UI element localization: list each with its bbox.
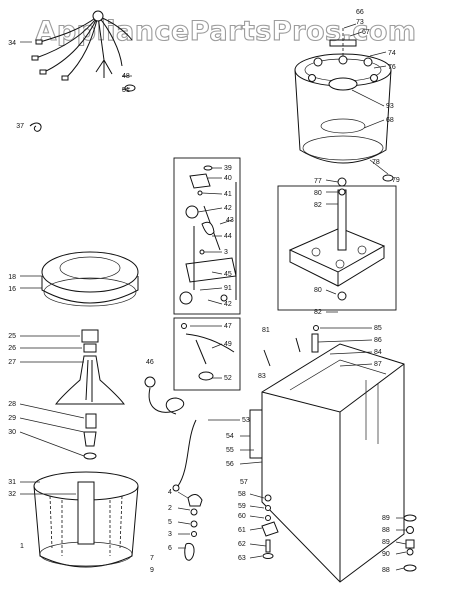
- leader-lines: [19, 23, 407, 571]
- label-5: 5: [168, 519, 172, 526]
- label-82: 84: [374, 349, 382, 356]
- label-28: 28: [8, 401, 16, 408]
- label-37: 37: [16, 123, 24, 130]
- label-40: 40: [224, 175, 232, 182]
- label-55: 55: [226, 447, 234, 454]
- label-57: 57: [240, 479, 248, 486]
- label-64: 66: [356, 9, 364, 16]
- label-45: 45: [224, 271, 232, 278]
- label-2: 2: [168, 505, 172, 512]
- label-85: 87: [374, 361, 382, 368]
- label-54: 54: [226, 433, 234, 440]
- label-39: 39: [224, 165, 232, 172]
- hose-parts-box: [173, 317, 241, 391]
- label-32: 32: [8, 491, 16, 498]
- misc-parts-drawing: [263, 325, 319, 367]
- label-59: 59: [238, 503, 246, 510]
- label-60: 60: [238, 513, 246, 520]
- hose-drawing: [144, 376, 197, 492]
- label-83: 85: [374, 325, 382, 332]
- label-29: 29: [8, 415, 16, 422]
- label-27: 27: [8, 359, 16, 366]
- label-73: 76: [388, 64, 396, 71]
- label-66: 68: [386, 117, 394, 124]
- label-68: 74: [388, 50, 396, 57]
- label-49: 49: [224, 341, 232, 348]
- transmission-box: [277, 174, 397, 311]
- label-34: 34: [8, 40, 16, 47]
- label-80: 82: [314, 309, 322, 316]
- label-47: 47: [224, 323, 232, 330]
- cabinet-drawing: [249, 343, 405, 583]
- label-18: 18: [8, 274, 16, 281]
- label-16: 16: [8, 286, 16, 293]
- label-61: 61: [238, 527, 246, 534]
- outer-tub-drawing: [294, 28, 392, 164]
- label-81: 83: [258, 373, 266, 380]
- wire-harness-drawing: [29, 10, 136, 132]
- wash-basket-drawing: [33, 471, 139, 568]
- label-91: 91: [224, 285, 232, 292]
- agitator-drawing: [54, 329, 126, 460]
- pump-parts-box: [173, 157, 241, 315]
- label-67: 73: [356, 19, 364, 26]
- small-parts-drawing: [184, 494, 203, 561]
- label-88: 88: [382, 527, 390, 534]
- label-51: 51: [122, 87, 130, 94]
- label-6: 6: [168, 545, 172, 552]
- label-41: 41: [224, 191, 232, 198]
- label-30: 30: [8, 429, 16, 436]
- label-4: 4: [168, 489, 172, 496]
- label-79: 81: [262, 327, 270, 334]
- label-90: 90: [382, 551, 390, 558]
- label-7: 7: [150, 555, 154, 562]
- label-46: 46: [146, 359, 154, 366]
- label-44: 44: [224, 233, 232, 240]
- label-65: 67: [362, 29, 370, 36]
- label-58: 58: [238, 491, 246, 498]
- label-3: 3: [168, 531, 172, 538]
- motor-mount-drawing: [261, 494, 279, 559]
- label-78-top: 80: [314, 190, 322, 197]
- label-3-center: 3: [224, 249, 228, 256]
- label-48: 48: [122, 73, 130, 80]
- label-78: 80: [314, 287, 322, 294]
- label-89: 89: [382, 539, 390, 546]
- label-62: 62: [238, 541, 246, 548]
- label-63: 63: [238, 555, 246, 562]
- label-52: 52: [224, 375, 232, 382]
- label-56: 56: [226, 461, 234, 468]
- label-31: 31: [8, 479, 16, 486]
- tub-ring-drawing: [41, 251, 139, 307]
- label-84: 86: [374, 337, 382, 344]
- label-42-bottom: 42: [224, 301, 232, 308]
- label-43: 43: [226, 217, 234, 224]
- label-26: 26: [8, 345, 16, 352]
- label-77: 79: [392, 177, 400, 184]
- leveler-parts-drawing: [403, 514, 417, 572]
- label-86: 88: [382, 567, 390, 574]
- label-76: 78: [372, 159, 380, 166]
- label-74: 77: [314, 178, 322, 185]
- label-42-top: 42: [224, 205, 232, 212]
- label-53: 53: [242, 417, 250, 424]
- label-93: 93: [386, 103, 394, 110]
- label-1: 1: [20, 543, 24, 550]
- label-9: 9: [150, 567, 154, 574]
- label-80-top: 82: [314, 202, 322, 209]
- part-labels: 34 48 51 37 66 73 67 74 76 93 68 39 40 4…: [8, 9, 400, 574]
- label-87: 89: [382, 515, 390, 522]
- label-25: 25: [8, 333, 16, 340]
